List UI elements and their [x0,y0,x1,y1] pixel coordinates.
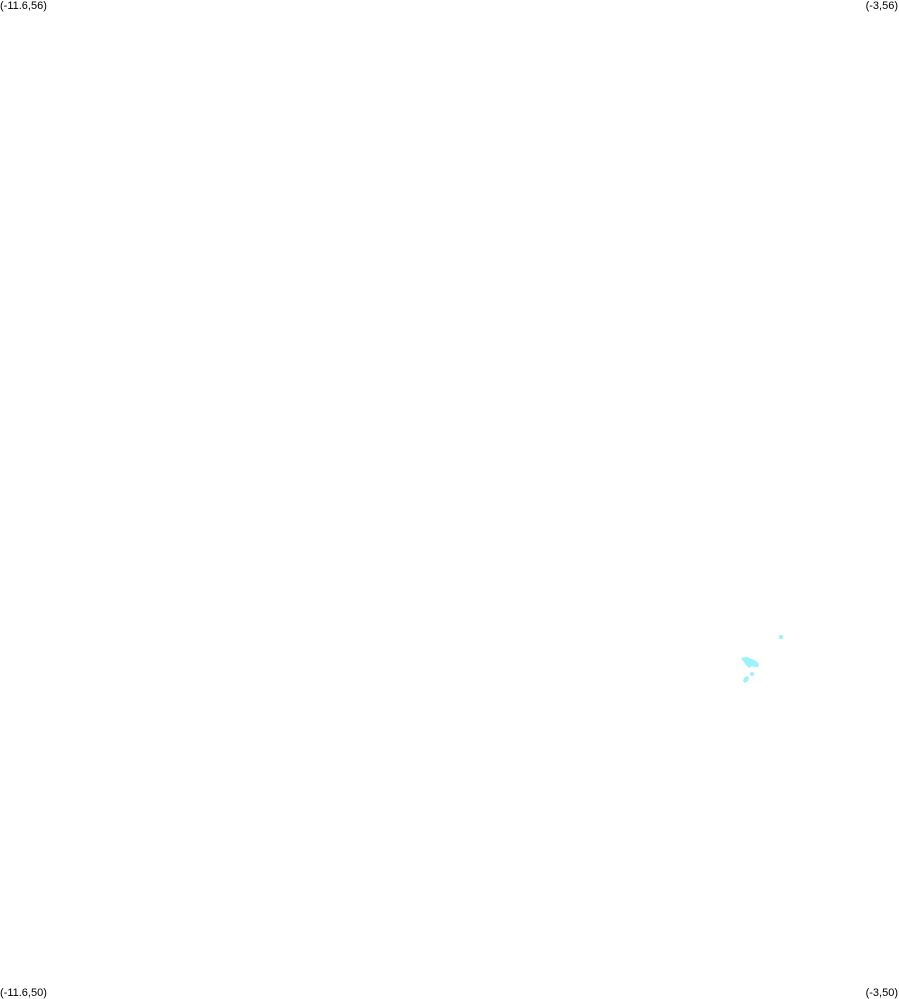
island-cluster-main [741,657,759,668]
islet-dot [750,672,754,676]
corner-label-bottom-right: (-3,50) [865,987,898,999]
island-features [741,634,784,683]
corner-label-bottom-left: (-11.6,50) [0,987,47,999]
islet-dot [778,634,784,640]
corner-label-top-right: (-3,56) [865,0,898,12]
island-cluster-south [743,676,749,683]
corner-label-top-left: (-11.6,56) [0,0,47,12]
